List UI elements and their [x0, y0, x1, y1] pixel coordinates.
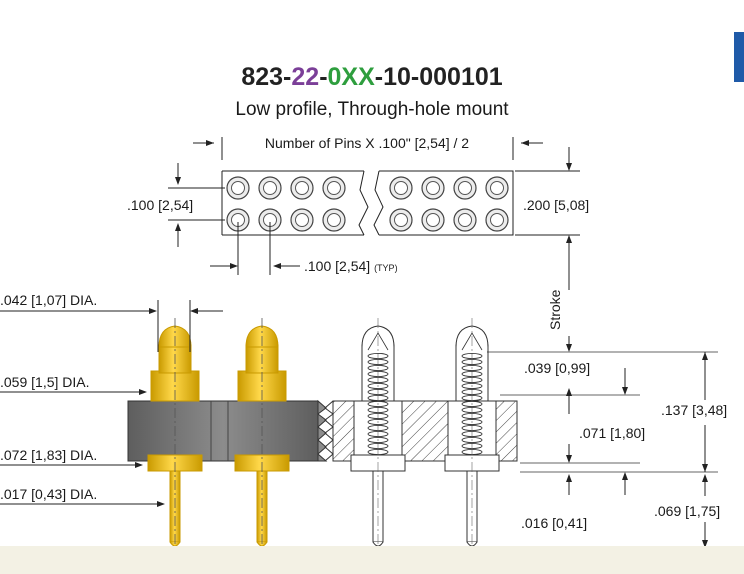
row-pitch-label: .100 [2,54]	[127, 197, 193, 213]
left-leaders: .042 [1,07] DIA. .059 [1,5] DIA. .072 [1…	[0, 292, 223, 507]
base-offset-label: .016 [0,41]	[521, 515, 587, 531]
stroke-height-label: .039 [0,99]	[524, 360, 590, 376]
row-pitch-dimension: .100 [2,54]	[127, 163, 225, 247]
pin-hole-inner	[327, 181, 341, 195]
pin-hole-inner	[295, 181, 309, 195]
body-height-label: .071 [1,80]	[579, 425, 645, 441]
overall-width-dimension: .200 [5,08]	[515, 147, 589, 262]
barrel-dia-label: .072 [1,83] DIA.	[0, 447, 97, 463]
tip-dia-label: .042 [1,07] DIA.	[0, 292, 97, 308]
pin-hole-inner	[490, 213, 504, 227]
plunger-dia-label: .059 [1,5] DIA.	[0, 374, 90, 390]
title-pins-code: 22	[291, 63, 319, 91]
accent-strip	[734, 32, 744, 82]
pin-hole-inner	[327, 213, 341, 227]
pin-pitch-label: .100 [2,54] (TYP)	[304, 258, 398, 274]
right-dimensions: .039 [0,99] .071 [1,80] .016 [0,41] .137…	[487, 351, 727, 549]
part-number-title: 823-22-0XX-10-000101	[241, 63, 502, 91]
section-view-pins	[324, 318, 518, 555]
pin-hole-inner	[263, 181, 277, 195]
stroke-dimension: Stroke	[547, 262, 572, 352]
pin-hole-inner	[426, 181, 440, 195]
title-suffix: -10-000101	[375, 63, 503, 91]
tail-dia-label: .017 [0,43] DIA.	[0, 486, 97, 502]
pin-hole-inner	[394, 181, 408, 195]
pin-hole-inner	[394, 213, 408, 227]
overall-length-label: Number of Pins X .100" [2,54] / 2	[265, 135, 469, 151]
pin-hole-inner	[458, 213, 472, 227]
pin-hole-inner	[490, 181, 504, 195]
pin-hole-inner	[458, 181, 472, 195]
top-view-connector	[221, 170, 514, 236]
pin-pitch-typ: (TYP)	[374, 263, 398, 273]
overall-width-label: .200 [5,08]	[523, 197, 589, 213]
overall-length-dimension: Number of Pins X .100" [2,54] / 2	[193, 135, 543, 160]
spring-pin-section	[350, 318, 406, 555]
title-prefix: 823-	[241, 63, 291, 91]
side-view-gold-pins	[127, 318, 328, 555]
spring-pin-section	[444, 318, 500, 555]
gold-pin	[234, 318, 290, 555]
title-variant-code: 0XX	[328, 63, 376, 91]
title-separator: -	[319, 63, 327, 91]
pin-pitch-value: .100 [2,54]	[304, 258, 370, 274]
pin-hole-inner	[295, 213, 309, 227]
subtitle: Low profile, Through-hole mount	[235, 99, 509, 120]
gold-pin	[147, 318, 203, 555]
pin-pitch-dimension: .100 [2,54] (TYP)	[210, 222, 398, 275]
pin-hole-inner	[426, 213, 440, 227]
overall-height-label: .137 [3,48]	[661, 402, 727, 418]
bottom-strip	[0, 546, 744, 574]
stroke-label: Stroke	[547, 289, 563, 330]
pin-hole-inner	[231, 181, 245, 195]
tail-length-label: .069 [1,75]	[654, 503, 720, 519]
